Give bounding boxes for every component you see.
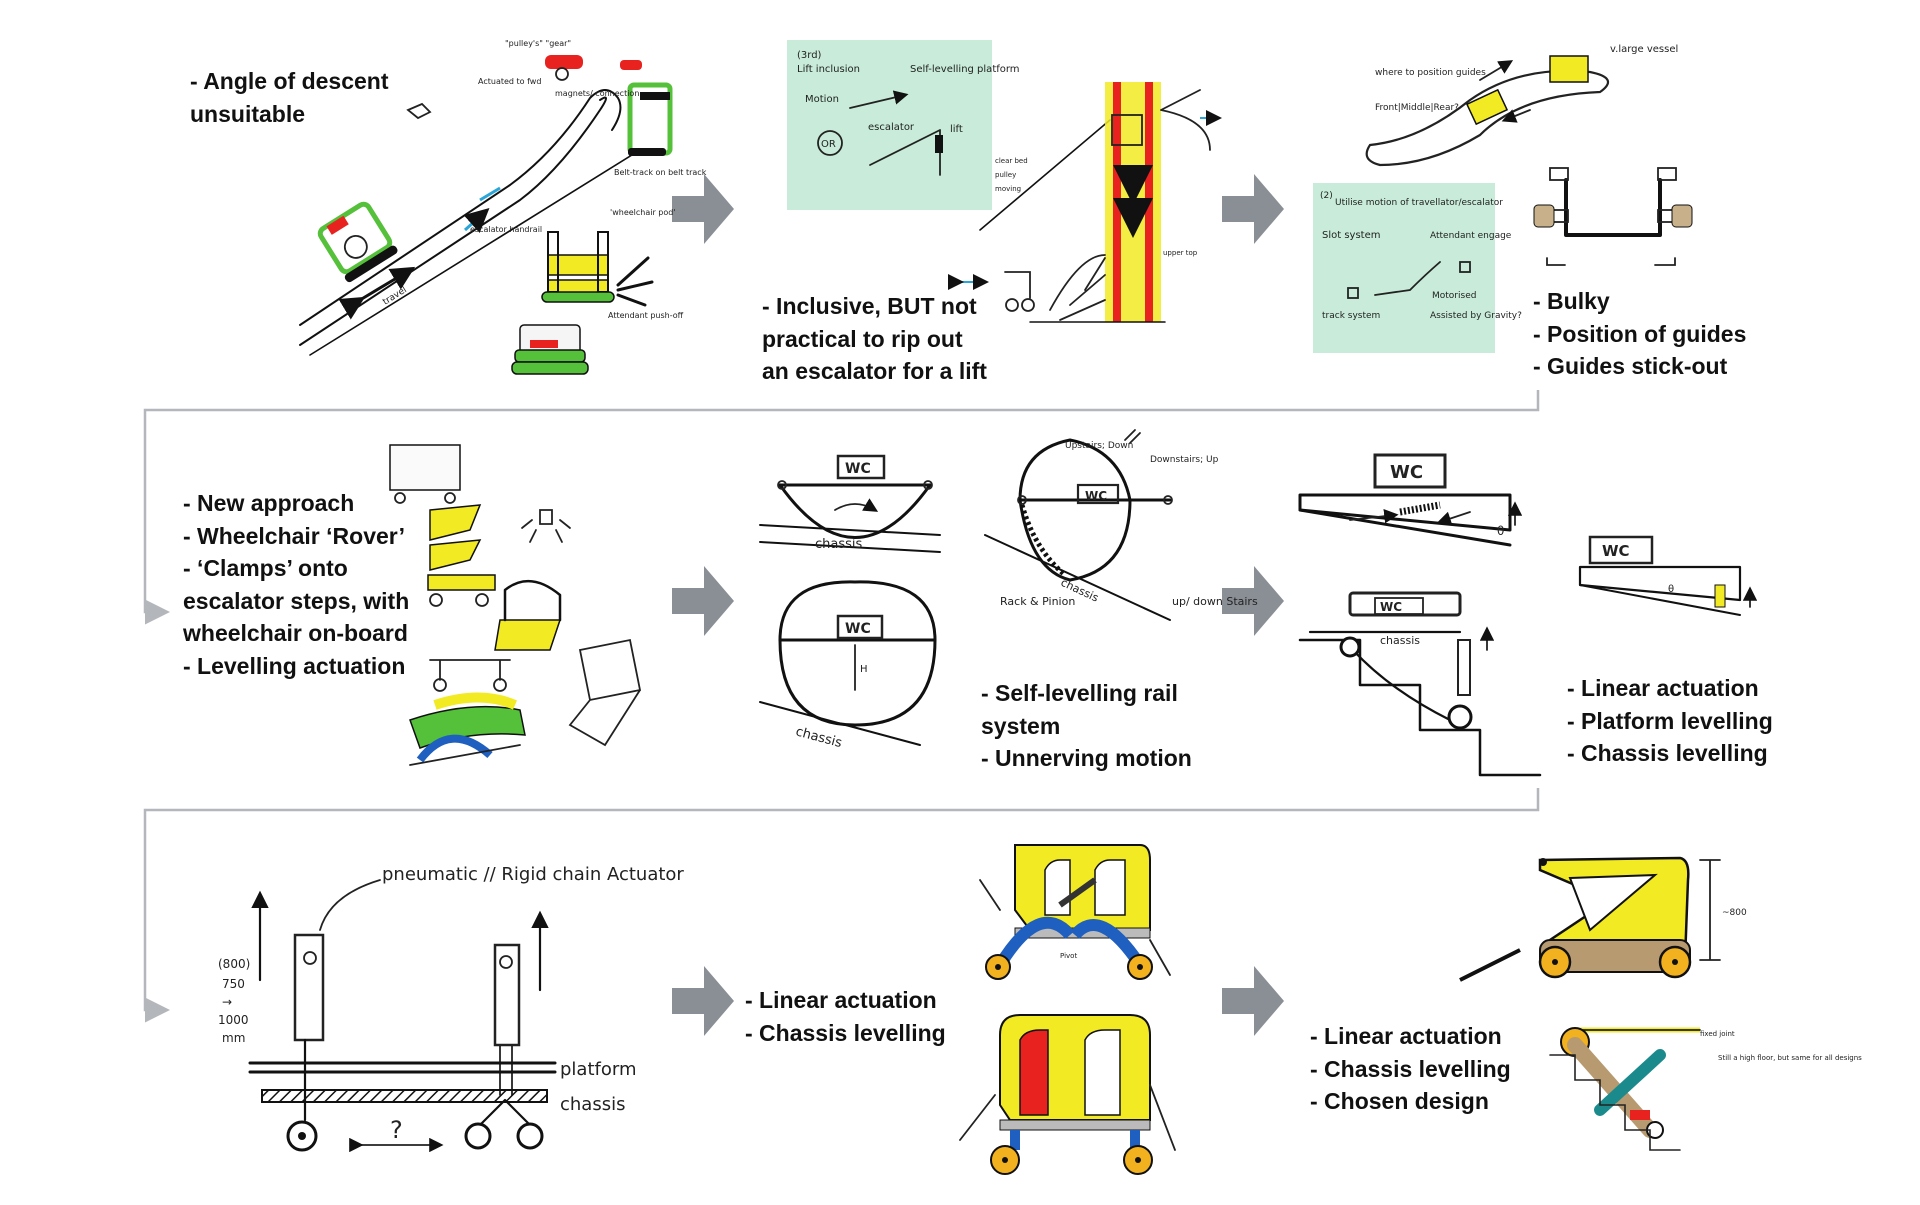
note-new-approach: - New approach - Wheelchair ‘Rover’ - ‘C… xyxy=(183,490,410,679)
label-actuated: Actuated to fwd xyxy=(478,77,541,86)
note-self-levelling: - Self-levelling rail system - Unnerving… xyxy=(981,680,1192,771)
label-upstairs: Upstairs; Down xyxy=(1065,441,1133,451)
sticky2-line: Attendant engage xyxy=(1430,231,1512,241)
label-magnets: magnets/ connection xyxy=(555,89,639,98)
sticky1-line: OR xyxy=(821,139,836,150)
sketch-rack-pinion: WC chassis Rack & Pinion up/ down Stairs… xyxy=(984,429,1258,621)
label-pulleys: "pulley's" "gear" xyxy=(505,39,571,48)
note-lift-inclusive: - Inclusive, BUT not practical to rip ou… xyxy=(762,293,987,384)
flow-arrow xyxy=(672,174,734,244)
label-wc: WC xyxy=(1390,462,1423,483)
label-chassis: chassis xyxy=(794,724,844,751)
label-question: ? xyxy=(390,1116,403,1144)
label-where-guides: where to position guides xyxy=(1375,68,1486,78)
sticky1-line: (3rd) xyxy=(797,50,822,61)
label-actuator: pneumatic // Rigid chain Actuator xyxy=(382,864,684,885)
label-handrail: escalator handrail xyxy=(470,225,542,234)
sketch-escalator-descent: travel "pulley's" "gear" Actuated to fwd… xyxy=(299,39,707,375)
label-large-vessel: v.large vessel xyxy=(1610,44,1678,55)
sticky2-line: (2) xyxy=(1320,191,1333,201)
label-belt: Belt-track on belt track xyxy=(614,168,707,177)
label-platform: platform xyxy=(560,1059,636,1080)
sticky1-line: Motion xyxy=(805,94,839,105)
sketch-actuator-platform: ? pneumatic // Rigid chain Actuator plat… xyxy=(218,864,684,1153)
sticky2-line: Assisted by Gravity? xyxy=(1430,311,1522,321)
flow-arrow xyxy=(1222,966,1284,1036)
label-up-down: up/ down Stairs xyxy=(1172,595,1258,608)
sticky2-line: Motorised xyxy=(1432,291,1476,301)
note-angle-descent: - Angle of descent unsuitable xyxy=(190,68,389,127)
sketch-coloured-rovers: Pivot xyxy=(959,844,1176,1175)
label-rack-pinion: Rack & Pinion xyxy=(1000,595,1075,608)
label-pod: 'wheelchair pod' xyxy=(610,208,676,217)
sticky2-line: Utilise motion of travellator/escalator xyxy=(1335,198,1503,208)
label-800: ~800 xyxy=(1722,908,1747,918)
sketch-guides-vessel: where to position guides Front|Middle|Re… xyxy=(1313,44,1678,353)
flow-arrow xyxy=(672,966,734,1036)
sketch-pendulum-levelling: WC chassis WC H chassis xyxy=(759,454,941,751)
label-wc: WC xyxy=(1085,489,1107,503)
label-chassis: chassis xyxy=(1380,634,1420,647)
flow-arrow xyxy=(1222,566,1284,636)
label-note-small: Still a high floor, but same for all des… xyxy=(1718,1054,1862,1062)
label-wc: WC xyxy=(1380,600,1402,614)
flow-arrow xyxy=(672,566,734,636)
sticky2-line: track system xyxy=(1322,311,1380,321)
note-chassis-levelling: - Linear actuation - Chassis levelling xyxy=(745,987,946,1046)
label-upper-top: upper top xyxy=(1163,249,1198,257)
sticky1-line: Lift inclusion xyxy=(797,64,860,75)
note-bulky: - Bulky - Position of guides - Guides st… xyxy=(1533,288,1747,379)
sticky1-line: escalator xyxy=(868,122,915,133)
note-chosen-design: - Linear actuation - Chassis levelling -… xyxy=(1310,1023,1511,1114)
label-downstairs: Downstairs; Up xyxy=(1150,455,1219,465)
row-connector-2 xyxy=(143,788,1540,1023)
sticky-note-lift: (3rd) Lift inclusion Self-levelling plat… xyxy=(787,40,1020,210)
label-wc: WC xyxy=(845,461,871,477)
label-attendant: Attendant push-off xyxy=(608,311,684,320)
label-wc: WC xyxy=(1602,542,1630,560)
label-moving: moving xyxy=(995,185,1021,193)
label-h: H xyxy=(860,664,868,675)
label-theta: θ xyxy=(1668,584,1674,595)
label-chassis: chassis xyxy=(815,537,863,552)
label-fixed-joint: fixed joint xyxy=(1700,1030,1735,1038)
label-dim: 1000 xyxy=(218,1013,249,1027)
sketch-lift: clear bed pulley moving upper top xyxy=(948,82,1222,323)
flow-arrow xyxy=(1222,174,1284,244)
sticky2-line: Slot system xyxy=(1322,230,1381,241)
row-connector-1 xyxy=(143,390,1540,625)
sketch-bulky-chassis xyxy=(1533,167,1693,266)
note-platform-levelling: - Linear actuation - Platform levelling … xyxy=(1567,675,1773,766)
label-theta: θ xyxy=(1497,524,1504,538)
sketch-tilt-platform: WC θ WC θ WC chassis xyxy=(1298,453,1758,777)
label-dim: (800) xyxy=(218,957,250,971)
label-wc: WC xyxy=(845,621,871,637)
label-front-middle-rear: Front|Middle|Rear? xyxy=(1375,103,1459,113)
sticky1-line: lift xyxy=(950,124,963,135)
sketch-rover-concepts xyxy=(389,444,642,766)
label-chassis: chassis xyxy=(560,1094,625,1115)
label-dim: mm xyxy=(222,1031,245,1045)
label-dim: → xyxy=(222,995,232,1009)
label-pivot: Pivot xyxy=(1060,952,1077,960)
label-pulley: pulley xyxy=(995,171,1016,179)
label-clear-bed: clear bed xyxy=(995,157,1028,165)
sketch-chosen-design: ~800 fixed joint Still a high floor, but… xyxy=(1459,856,1862,1151)
sticky1-line: Self-levelling platform xyxy=(910,64,1020,75)
label-dim: 750 xyxy=(222,977,245,991)
